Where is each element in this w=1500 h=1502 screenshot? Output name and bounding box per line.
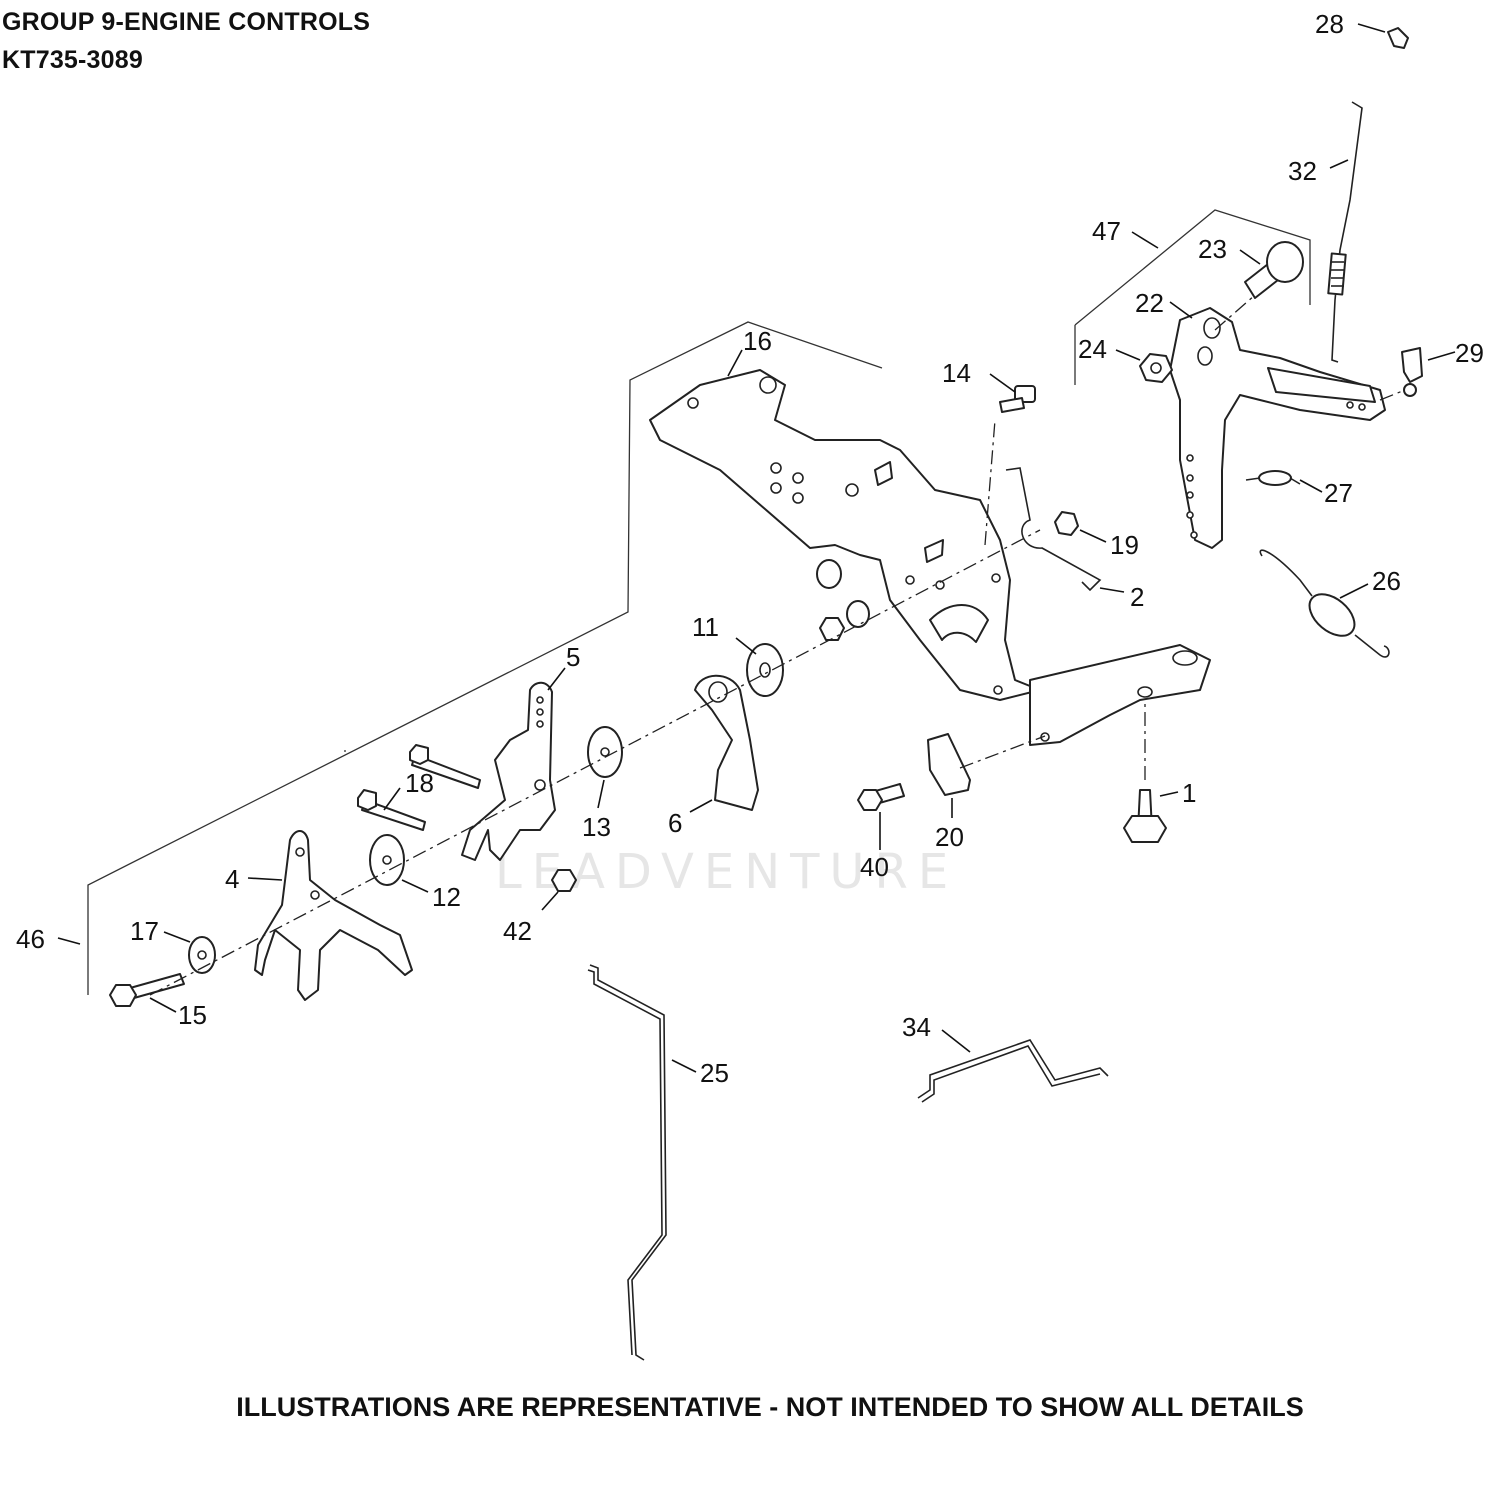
callout-22: 22 — [1135, 288, 1164, 318]
callout-42: 42 — [503, 916, 532, 946]
diagram-title: GROUP 9-ENGINE CONTROLS — [2, 8, 371, 36]
disclaimer-footer: ILLUSTRATIONS ARE REPRESENTATIVE - NOT I… — [236, 1392, 1304, 1422]
callout-17: 17 — [130, 916, 159, 946]
lever-bracket-4 — [254, 830, 413, 1001]
callout-27: 27 — [1324, 478, 1353, 508]
callout-28: 28 — [1315, 9, 1344, 39]
callout-32: 32 — [1288, 156, 1317, 186]
model-number: KT735-3089 — [2, 46, 143, 74]
knob-23 — [1244, 241, 1304, 299]
callout-4: 4 — [225, 864, 239, 894]
callout-29: 29 — [1455, 338, 1484, 368]
lever-bracket-5 — [461, 681, 556, 861]
bolt-40 — [857, 783, 905, 811]
callout-26: 26 — [1372, 566, 1401, 596]
bolt-15 — [109, 973, 185, 1007]
callout-2: 2 — [1130, 582, 1144, 612]
callout-15: 15 — [178, 1000, 207, 1030]
callout-6: 6 — [668, 808, 682, 838]
bolts-18 — [357, 744, 481, 831]
clip-20 — [927, 733, 971, 796]
callout-5: 5 — [566, 642, 580, 672]
nut-42 — [551, 869, 577, 892]
callout-1: 1 — [1182, 778, 1196, 808]
callout-18: 18 — [405, 768, 434, 798]
throttle-rod-25 — [589, 964, 667, 1361]
callout-24: 24 — [1078, 334, 1107, 364]
choke-rod-34 — [917, 1039, 1109, 1099]
callout-leaders — [57, 23, 1456, 1073]
assembly-frame-47 — [1074, 209, 1311, 326]
spring-2 — [1005, 467, 1102, 592]
callout-34: 34 — [902, 1012, 931, 1042]
callout-40: 40 — [860, 852, 889, 882]
bolt-1 — [1123, 789, 1167, 843]
callout-47: 47 — [1092, 216, 1121, 246]
lever-6 — [694, 674, 759, 811]
callout-16: 16 — [743, 326, 772, 356]
spring-26 — [1259, 549, 1390, 658]
bolt-14 — [999, 385, 1036, 413]
grommet-28 — [1387, 27, 1409, 49]
callout-46: 46 — [16, 924, 45, 954]
spring-27 — [1245, 470, 1301, 486]
callout-23: 23 — [1198, 234, 1227, 264]
spring-rod-32 — [1331, 101, 1363, 363]
callout-14: 14 — [942, 358, 971, 388]
callout-12: 12 — [432, 882, 461, 912]
callout-13: 13 — [582, 812, 611, 842]
callout-11: 11 — [692, 612, 719, 642]
main-bracket — [649, 369, 1211, 746]
callout-19: 19 — [1110, 530, 1139, 560]
assembly-frame-46 — [87, 321, 883, 995]
clip-29 — [1401, 347, 1423, 383]
callout-25: 25 — [700, 1058, 729, 1088]
callout-20: 20 — [935, 822, 964, 852]
nut-19 — [1054, 511, 1079, 536]
callout-numbers: 28 32 47 23 22 24 29 27 26 19 2 14 16 1 … — [16, 9, 1484, 1088]
throttle-control-arm — [1169, 307, 1386, 549]
